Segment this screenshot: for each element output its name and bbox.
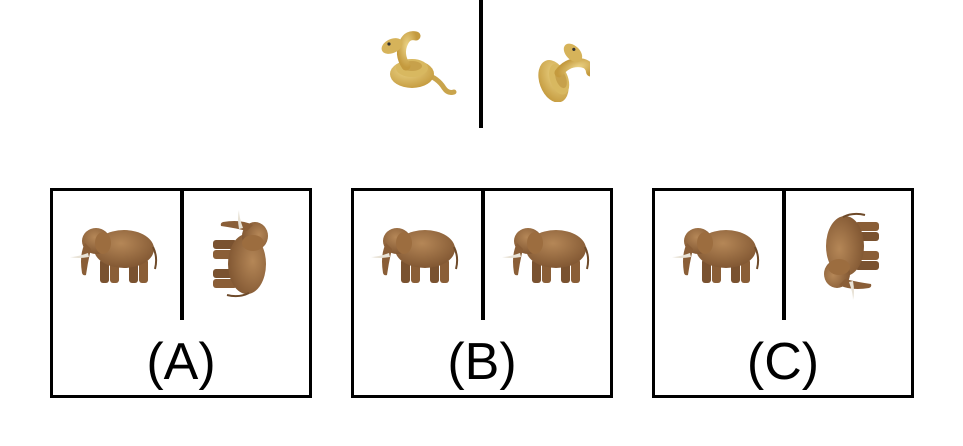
option-c-box[interactable]: (C) (652, 188, 914, 398)
elephant-icon (671, 217, 767, 287)
option-a-box[interactable]: (A) (50, 188, 312, 398)
option-divider (481, 191, 485, 320)
reference-divider (479, 0, 483, 128)
elephant-icon (69, 217, 165, 287)
option-divider (180, 191, 184, 320)
option-label: (C) (746, 333, 820, 391)
elephant-icon (370, 217, 466, 287)
snake-icon (500, 22, 590, 102)
snake-icon (370, 22, 460, 102)
option-label: (B) (447, 333, 517, 391)
option-b-box[interactable]: (B) (351, 188, 613, 398)
option-divider (782, 191, 786, 320)
elephant-icon (205, 207, 285, 303)
elephant-icon (501, 217, 597, 287)
option-label: (A) (146, 333, 216, 391)
elephant-icon (807, 207, 887, 303)
